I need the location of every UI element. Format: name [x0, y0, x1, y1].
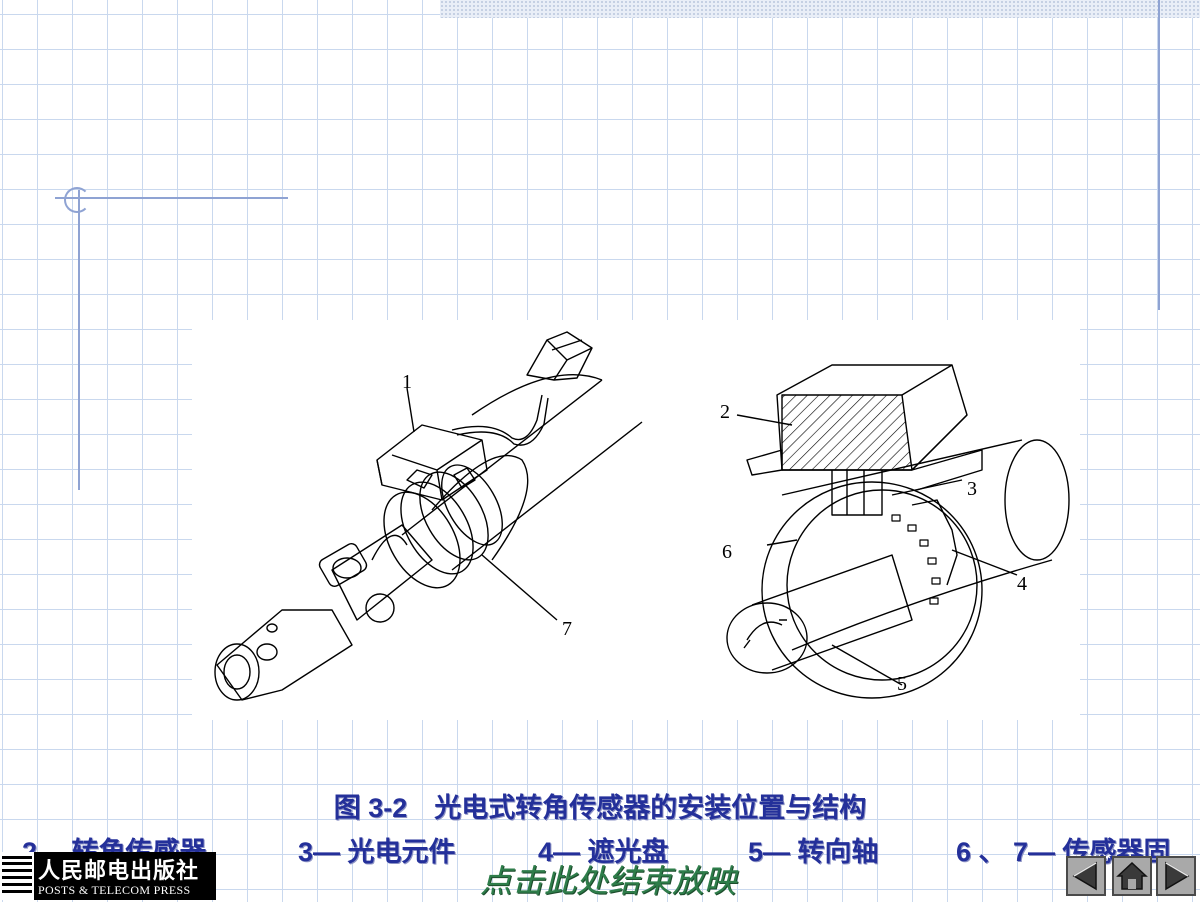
callout-7: 7 [562, 618, 572, 640]
sensor-ring-7 [383, 491, 461, 589]
top-dotted-strip [440, 0, 1200, 18]
left-decorative-vertical-rule [78, 190, 80, 490]
callout-3: 3 [967, 478, 977, 500]
sensor-diagram-figure: 1 2 3 4 5 6 7 [192, 320, 1080, 720]
left-decorative-horizontal-rule [55, 197, 288, 199]
triangle-right-icon [1156, 856, 1196, 896]
home-icon [1112, 856, 1152, 896]
publisher-name-en: POSTS & TELECOM PRESS [38, 883, 191, 897]
figure-caption: 图 3-2 光电式转角传感器的安装位置与结构 [333, 793, 867, 823]
legend-item-4: 4— 遮光盘 [538, 837, 669, 866]
corner-circle-mark [64, 187, 90, 213]
legend-item-5: 5— 转向轴 [748, 837, 879, 866]
photo-element-3 [831, 470, 883, 516]
home-button[interactable] [1112, 856, 1152, 896]
shaft-far-end [1004, 439, 1070, 561]
callout-2: 2 [720, 401, 730, 423]
right-decorative-rule [1158, 0, 1160, 310]
sensor-housing-1 [376, 424, 488, 501]
legend-item-3: 3— 光电元件 [298, 837, 456, 866]
callout-6: 6 [722, 541, 732, 563]
publisher-name-cn: 人民邮电出版社 [38, 858, 200, 884]
yoke-boss [365, 593, 395, 623]
shaft-front-face [726, 602, 808, 674]
steering-shaft-5 [751, 554, 913, 671]
sensor-line-drawing: 1 2 3 4 5 6 7 [214, 331, 1070, 701]
callout-4: 4 [1017, 573, 1027, 595]
callout-5: 5 [897, 673, 907, 695]
publisher-emblem-icon [0, 852, 34, 900]
shaft-bottom-line [791, 559, 1053, 651]
shading-disc-4 [761, 481, 983, 699]
triangle-left-icon [1066, 856, 1106, 896]
callout-1: 1 [402, 371, 412, 393]
publisher-logo: 人民邮电出版社 POSTS & TELECOM PRESS [0, 852, 216, 900]
yoke-plate [331, 524, 433, 621]
prev-slide-button[interactable] [1066, 856, 1106, 896]
callout-labels: 1 2 3 4 5 6 7 [402, 371, 1027, 695]
sensor-cable [451, 394, 543, 441]
yoke-eye-upper [332, 557, 362, 579]
next-slide-button[interactable] [1156, 856, 1196, 896]
joint-bore [214, 643, 260, 701]
publisher-name-box: 人民邮电出版社 POSTS & TELECOM PRESS [34, 852, 216, 900]
column-sleeve [431, 455, 529, 561]
end-slideshow-link[interactable]: 点击此处结束放映 [479, 862, 736, 900]
